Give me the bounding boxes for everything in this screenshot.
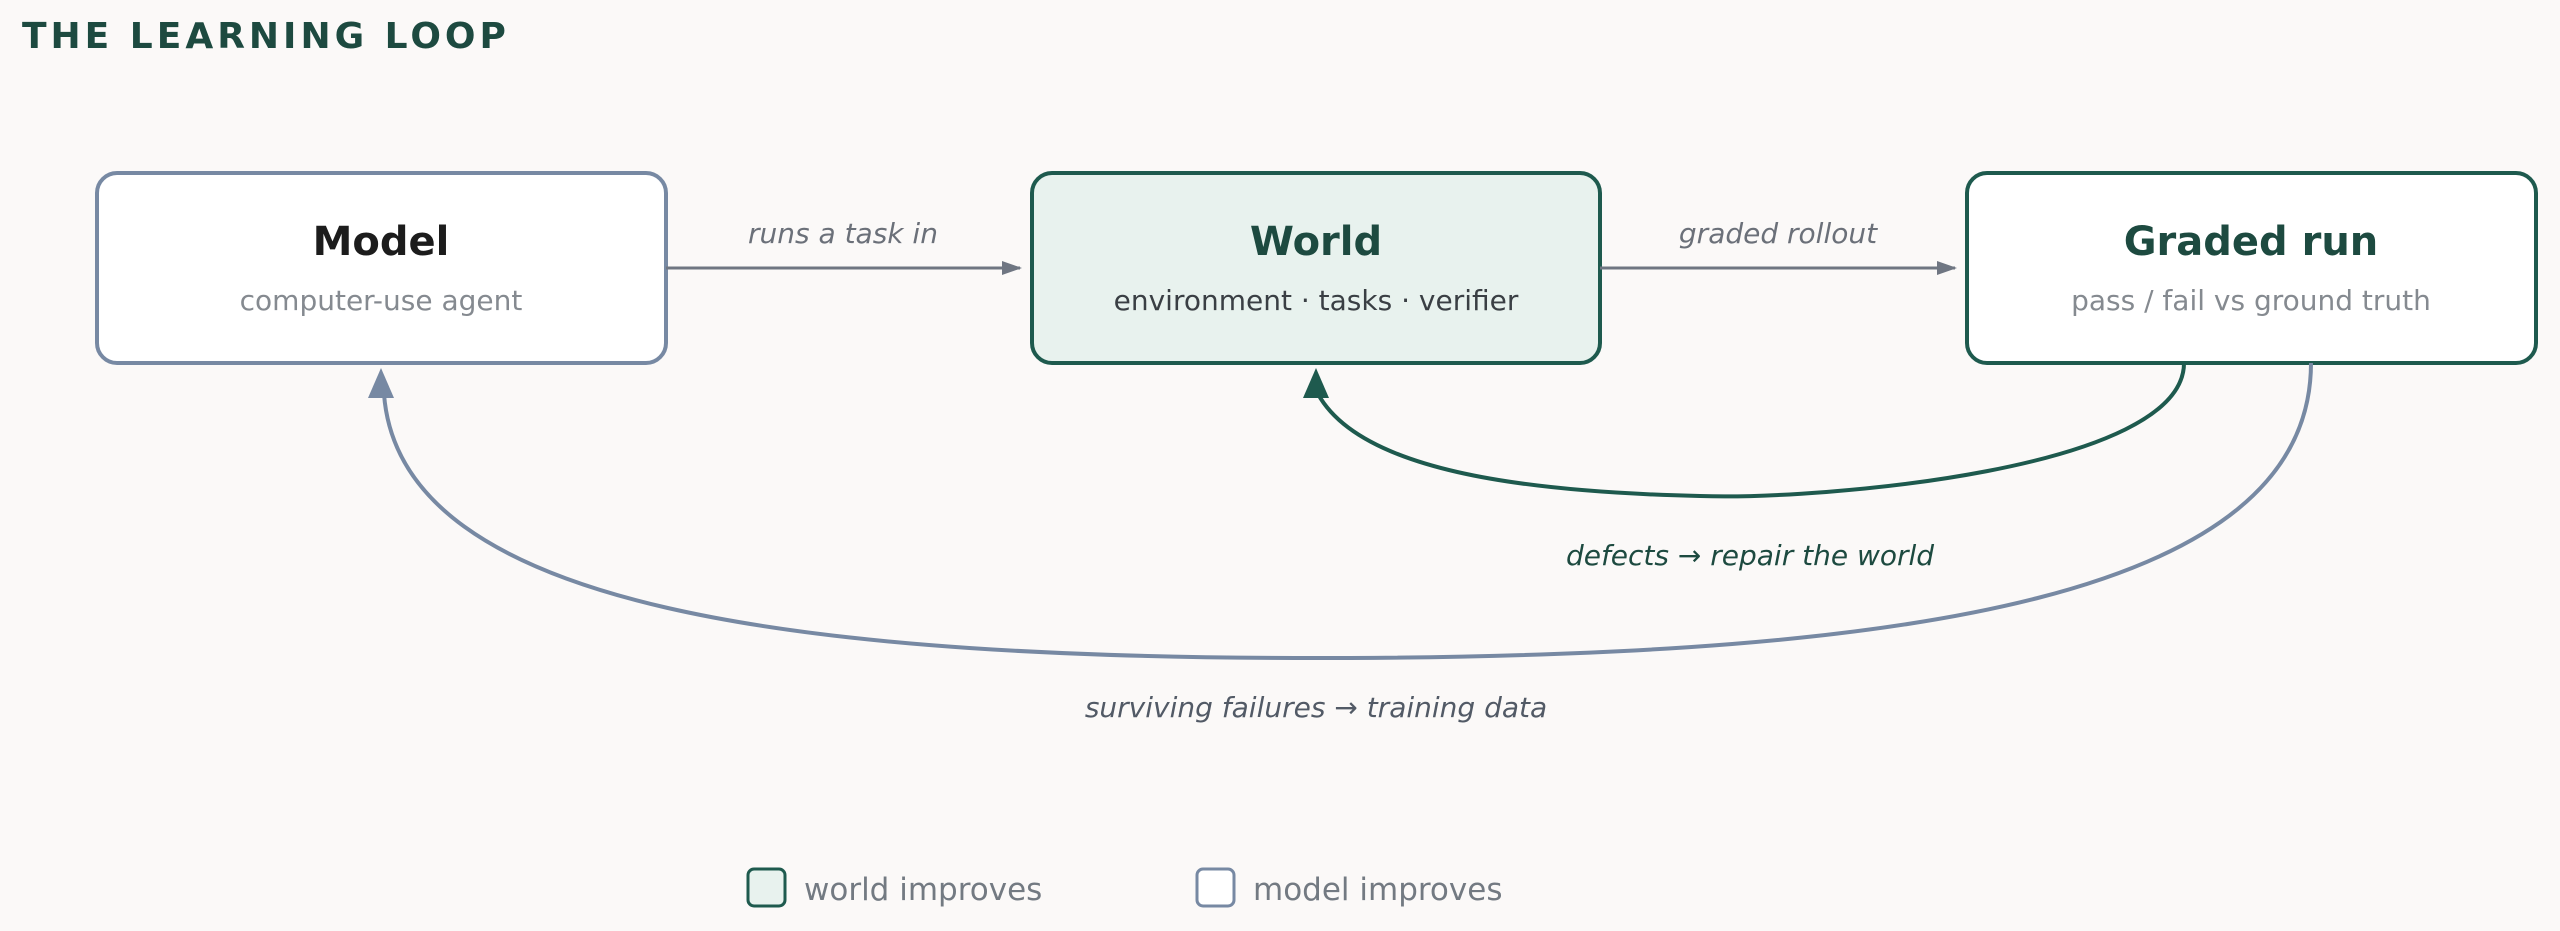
- edge-model-to-world-label: runs a task in: [748, 217, 938, 250]
- edge-graded-to-model-label: surviving failures → training data: [1085, 691, 1547, 724]
- legend-item-world: world improves: [746, 867, 1042, 908]
- node-graded-run-title: Graded run: [2124, 219, 2379, 265]
- node-graded-run-subtitle: pass / fail vs ground truth: [2071, 284, 2431, 317]
- node-world: World environment · tasks · verifier: [1030, 171, 1602, 365]
- node-graded-run-box: [1965, 171, 2538, 365]
- edge-graded-to-world-curve: [1316, 362, 2186, 499]
- edge-graded-to-world: defects → repair the world: [1303, 362, 2186, 572]
- edge-world-to-graded-label: graded rollout: [1679, 217, 1878, 250]
- legend-swatch-model: [1195, 867, 1236, 908]
- legend-item-model: model improves: [1195, 867, 1502, 908]
- node-model-title: Model: [313, 219, 450, 265]
- node-graded-run: Graded run pass / fail vs ground truth: [1965, 171, 2538, 365]
- legend-label-model: model improves: [1253, 872, 1502, 908]
- legend-swatch-world: [746, 867, 787, 908]
- edge-graded-to-model: surviving failures → training data: [368, 362, 2313, 724]
- node-model: Model computer-use agent: [95, 171, 668, 365]
- edge-graded-to-model-arrowhead: [368, 368, 394, 398]
- legend: world improves model improves: [746, 867, 1502, 908]
- node-world-title: World: [1250, 219, 1382, 265]
- node-world-subtitle: environment · tasks · verifier: [1114, 284, 1519, 317]
- edge-graded-to-world-label: defects → repair the world: [1566, 539, 1934, 572]
- edge-graded-to-world-arrowhead: [1303, 368, 1329, 398]
- node-model-subtitle: computer-use agent: [240, 284, 523, 317]
- page-title: THE LEARNING LOOP: [22, 16, 510, 57]
- node-world-box: [1030, 171, 1602, 365]
- edge-world-to-graded: graded rollout: [1600, 217, 1957, 275]
- node-model-box: [95, 171, 668, 365]
- legend-label-world: world improves: [804, 872, 1042, 908]
- edge-graded-to-model-curve: [382, 362, 2313, 661]
- edge-model-to-world: runs a task in: [666, 217, 1022, 275]
